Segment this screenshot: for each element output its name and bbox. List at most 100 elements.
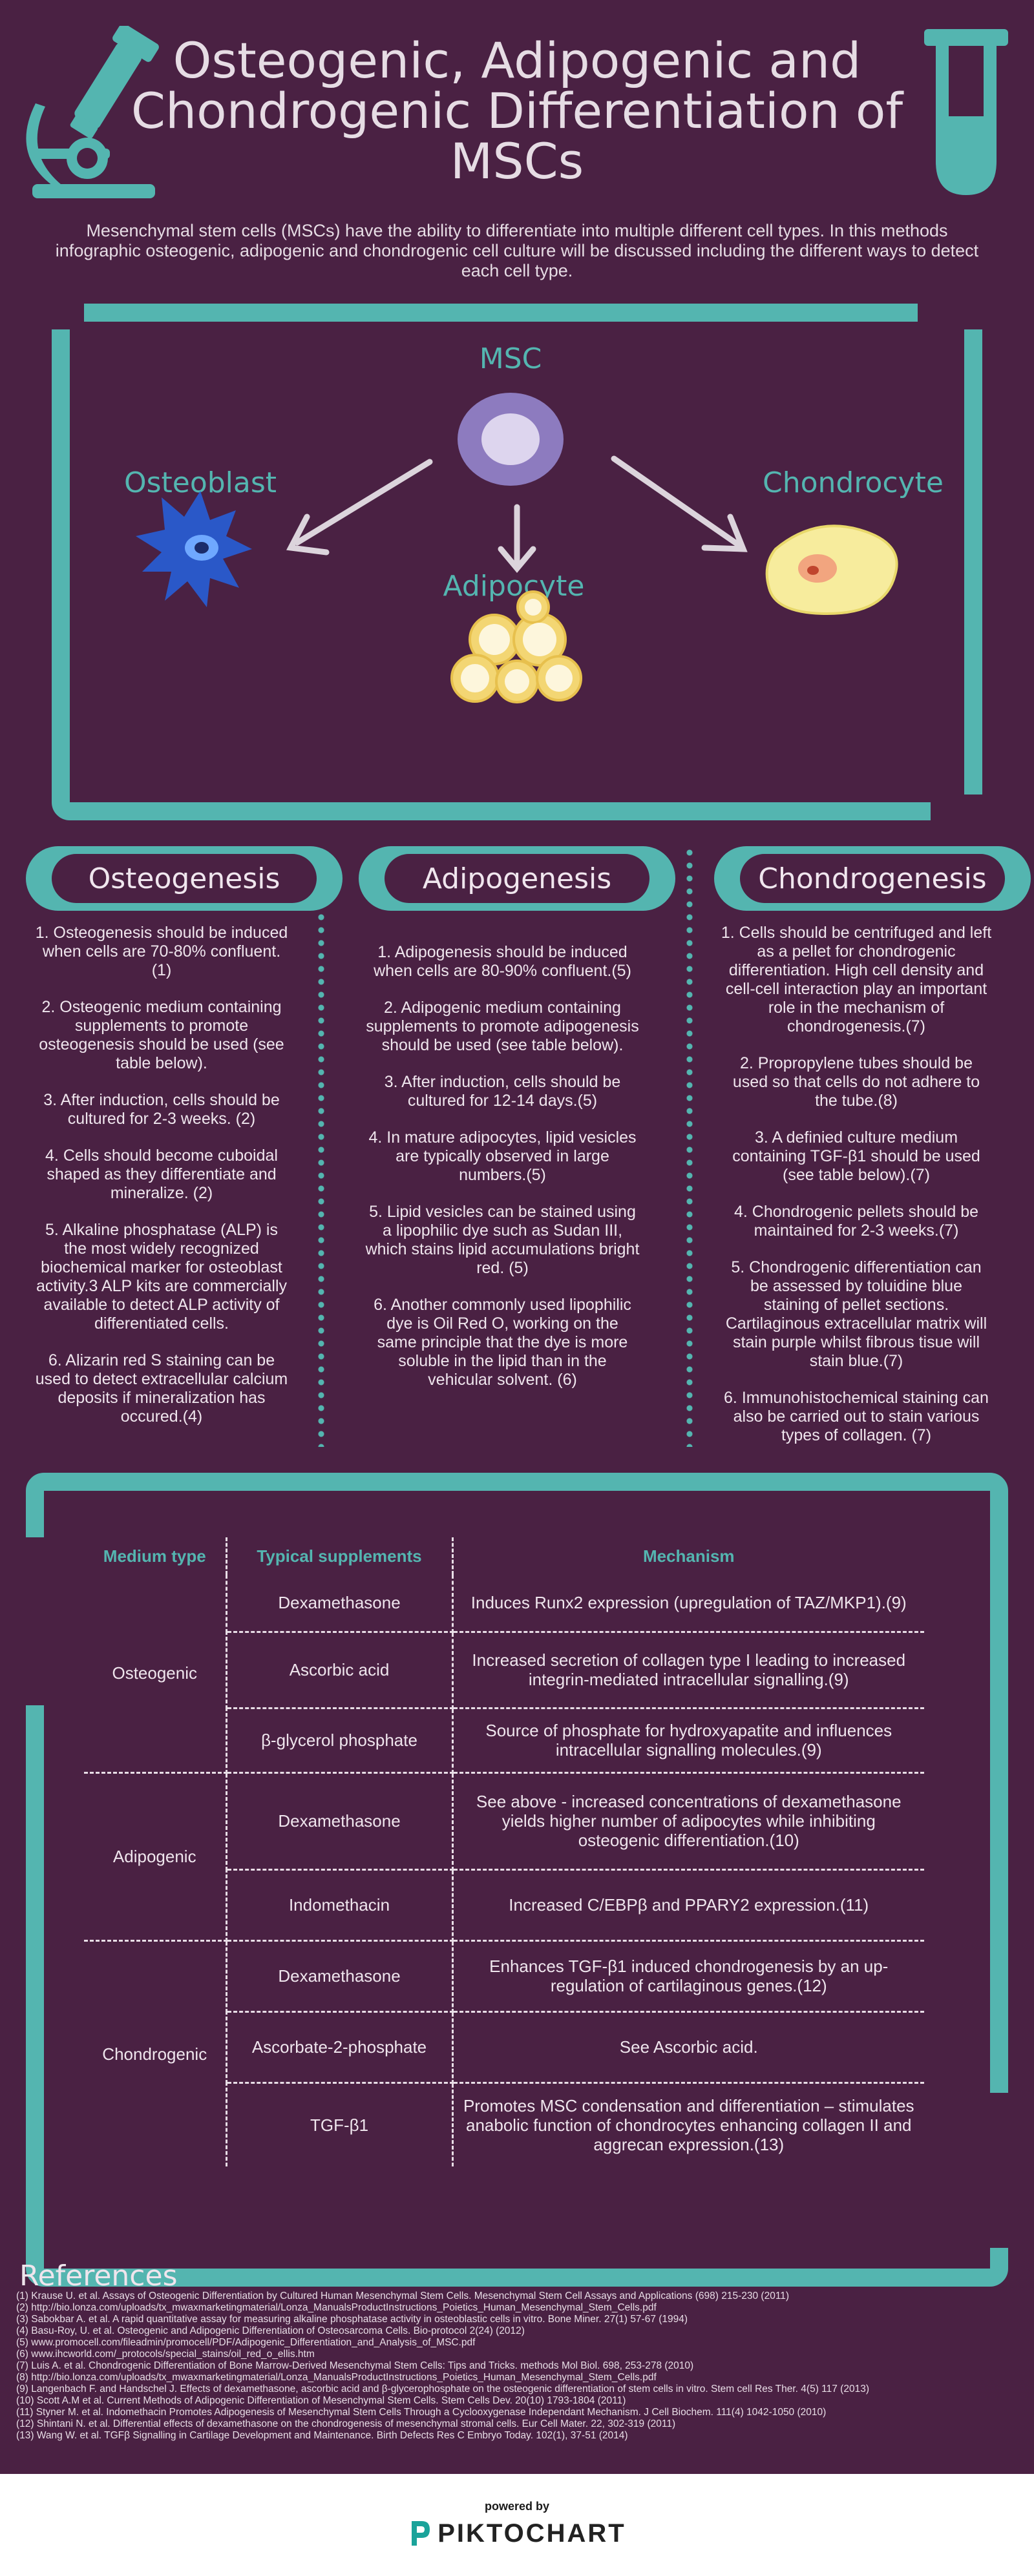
piktochart-mark-icon bbox=[412, 2521, 430, 2546]
reference-item: (3) Sabokbar A. et al. A rapid quantitat… bbox=[16, 2314, 688, 2325]
mechanism-cell: Source of phosphate for hydroxyapatite a… bbox=[452, 1708, 924, 1774]
chondrogenesis-list: 1. Cells should be centrifuged and left … bbox=[721, 924, 992, 1463]
reference-item: (7) Luis A. et al. Chondrogenic Differen… bbox=[16, 2360, 694, 2371]
adipogenesis-list: 1. Adipogenesis should be induced when c… bbox=[365, 943, 640, 1407]
reference-item: (4) Basu-Roy, U. et al. Osteogenic and A… bbox=[16, 2325, 525, 2336]
frame-gap-top-right bbox=[918, 304, 1008, 329]
references-title: References bbox=[19, 2259, 178, 2292]
list-item: 6. Immunohistochemical staining can also… bbox=[724, 1389, 989, 1444]
supplement-cell: Dexamethasone bbox=[226, 1940, 454, 2013]
mechanism-cell: Increased secretion of collagen type I l… bbox=[452, 1632, 924, 1709]
list-item: 4. In mature adipocytes, lipid vesicles … bbox=[368, 1128, 637, 1184]
footer bbox=[0, 2474, 1034, 2576]
table-row: Ascorbate-2-phosphate See Ascorbic acid. bbox=[84, 2011, 924, 2084]
list-item: 4. Chondrogenic pellets should be mainta… bbox=[733, 1203, 979, 1240]
medium-adipogenic: Adipogenic bbox=[84, 1772, 227, 1942]
list-item: 5. Lipid vesicles can be stained using a… bbox=[365, 1203, 640, 1277]
table-row: TGF-β1 Promotes MSC condensation and dif… bbox=[84, 2083, 924, 2166]
supplement-cell: Dexamethasone bbox=[226, 1772, 454, 1871]
supplement-cell: TGF-β1 bbox=[226, 2083, 454, 2166]
medium-chondrogenic: Chondrogenic bbox=[84, 1940, 227, 2166]
list-item: 3. After induction, cells should be cult… bbox=[384, 1073, 621, 1110]
list-item: 3. After induction, cells should be cult… bbox=[43, 1091, 280, 1128]
list-item: 3. A definied culture medium containing … bbox=[732, 1128, 980, 1184]
chondrocyte-cell-icon bbox=[765, 525, 898, 616]
mechanism-cell: See Ascorbic acid. bbox=[452, 2011, 924, 2084]
list-item: 6. Alizarin red S staining can be used t… bbox=[35, 1351, 288, 1426]
list-item: 6. Another commonly used lipophilic dye … bbox=[374, 1296, 631, 1389]
mechanism-cell: Enhances TGF-β1 induced chondrogenesis b… bbox=[452, 1940, 924, 2013]
supplement-cell: Dexamethasone bbox=[226, 1575, 454, 1633]
list-item: 5. Chondrogenic differentiation can be a… bbox=[725, 1258, 987, 1370]
column-divider bbox=[318, 846, 324, 1447]
reference-item[interactable]: (6) www.ihcworld.com/_protocols/special_… bbox=[16, 2349, 315, 2360]
reference-item: (11) Styner M. et al. Indomethacin Promo… bbox=[16, 2407, 827, 2418]
intro-text: Mesenchymal stem cells (MSCs) have the a… bbox=[55, 221, 979, 280]
list-item: 4. Cells should become cuboidal shaped a… bbox=[45, 1147, 278, 1202]
osteoblast-cell-icon bbox=[136, 491, 252, 607]
mechanism-cell: Induces Runx2 expression (upregulation o… bbox=[452, 1575, 924, 1633]
piktochart-wordmark: PIKTOCHART bbox=[438, 2519, 626, 2548]
table-row: Ascorbic acid Increased secretion of col… bbox=[84, 1632, 924, 1709]
reference-item: (9) Langenbach F. and Handschel J. Effec… bbox=[16, 2384, 869, 2394]
frame-gap-right bbox=[982, 2093, 1008, 2248]
table-row: Osteogenic Dexamethasone Induces Runx2 e… bbox=[84, 1575, 924, 1774]
chondrogenesis-header: Chondrogenesis bbox=[714, 846, 1031, 911]
list-item: 2. Osteogenic medium containing suppleme… bbox=[39, 998, 284, 1072]
chondrogenesis-title: Chondrogenesis bbox=[740, 854, 1005, 903]
list-item: 2. Propropylene tubes should be used so … bbox=[732, 1054, 980, 1110]
reference-item: (1) Krause U. et al. Assays of Osteogeni… bbox=[16, 2290, 790, 2301]
medium-osteogenic: Osteogenic bbox=[84, 1575, 227, 1774]
test-tube-icon bbox=[924, 29, 1008, 195]
reference-item[interactable]: (5) www.promocell.com/fileadmin/promocel… bbox=[16, 2337, 476, 2348]
page-title: Osteogenic, Adipogenic and Chondrogenic … bbox=[131, 32, 903, 190]
mechanism-cell: Promotes MSC condensation and differenti… bbox=[463, 2095, 914, 2154]
msc-label: MSC bbox=[479, 342, 542, 375]
osteogenesis-header: Osteogenesis bbox=[26, 846, 343, 911]
table-row: β-glycerol phosphate Source of phosphate… bbox=[84, 1708, 924, 1774]
supplement-cell: Ascorbate-2-phosphate bbox=[226, 2011, 454, 2084]
adipocyte-label: Adipocyte bbox=[443, 570, 585, 603]
frame-gap-bottom-right bbox=[931, 795, 1008, 833]
list-item: 1. Cells should be centrifuged and left … bbox=[721, 924, 992, 1035]
osteogenesis-title: Osteogenesis bbox=[52, 854, 317, 903]
reference-item: (13) Wang W. et al. TGFβ Signalling in C… bbox=[16, 2430, 628, 2441]
table-row: Adipogenic Dexamethasone See above - inc… bbox=[84, 1772, 924, 1942]
reference-item: (10) Scott A.M et al. Current Methods of… bbox=[16, 2395, 626, 2406]
supplement-cell: β-glycerol phosphate bbox=[226, 1708, 454, 1774]
list-item: 5. Alkaline phosphatase (ALP) is the mos… bbox=[36, 1221, 288, 1333]
piktochart-logo[interactable]: PIKTOCHART bbox=[0, 2518, 1034, 2548]
powered-by-text: powered by bbox=[484, 2500, 550, 2513]
mechanism-cell: See above - increased concentrations of … bbox=[452, 1772, 924, 1871]
column-divider bbox=[686, 846, 693, 1447]
table-row: Indomethacin Increased C/EBPβ and PPARY2… bbox=[84, 1869, 924, 1942]
reference-item[interactable]: (8) http://bio.lonza.com/uploads/tx_mwax… bbox=[16, 2372, 657, 2383]
frame-gap-top-left bbox=[26, 304, 84, 329]
list-item: 1. Adipogenesis should be induced when c… bbox=[374, 943, 631, 980]
microscope-icon bbox=[26, 26, 159, 198]
arrow-to-adipocyte-icon bbox=[498, 504, 536, 574]
header-typical-supplements: Typical supplements bbox=[226, 1537, 454, 1575]
references-list: (1) Krause U. et al. Assays of Osteogeni… bbox=[16, 2290, 1024, 2442]
header-medium-type: Medium type bbox=[84, 1537, 227, 1575]
msc-cell-icon bbox=[458, 393, 564, 486]
chondrocyte-label: Chondrocyte bbox=[763, 466, 944, 499]
supplement-cell: Indomethacin bbox=[226, 1869, 454, 1942]
reference-item[interactable]: (2) http://bio.lonza.com/uploads/tx_mwax… bbox=[16, 2302, 657, 2313]
reference-item: (12) Shintani N. et al. Differential eff… bbox=[16, 2418, 676, 2429]
frame-gap-left bbox=[26, 1537, 52, 1705]
list-item: 2. Adipogenic medium containing suppleme… bbox=[366, 999, 639, 1054]
table-row: Chondrogenic Dexamethasone Enhances TGF-… bbox=[84, 1940, 924, 2166]
list-item: 1. Osteogenesis should be induced when c… bbox=[35, 924, 288, 979]
arrow-to-osteoblast-icon bbox=[286, 459, 433, 556]
adipogenesis-title: Adipogenesis bbox=[385, 854, 649, 903]
header-mechanism: Mechanism bbox=[642, 1546, 735, 1566]
medium-table: Medium type Typical supplements Mechanis… bbox=[84, 1537, 924, 2166]
osteogenesis-list: 1. Osteogenesis should be induced when c… bbox=[32, 924, 291, 1444]
differentiation-diagram bbox=[136, 393, 898, 703]
supplement-cell: Ascorbic acid bbox=[226, 1632, 454, 1709]
mechanism-cell: Increased C/EBPβ and PPARY2 expression.(… bbox=[452, 1869, 924, 1942]
arrow-to-chondrocyte-icon bbox=[611, 455, 748, 552]
adipogenesis-header: Adipogenesis bbox=[359, 846, 675, 911]
diagram-frame bbox=[52, 304, 982, 820]
